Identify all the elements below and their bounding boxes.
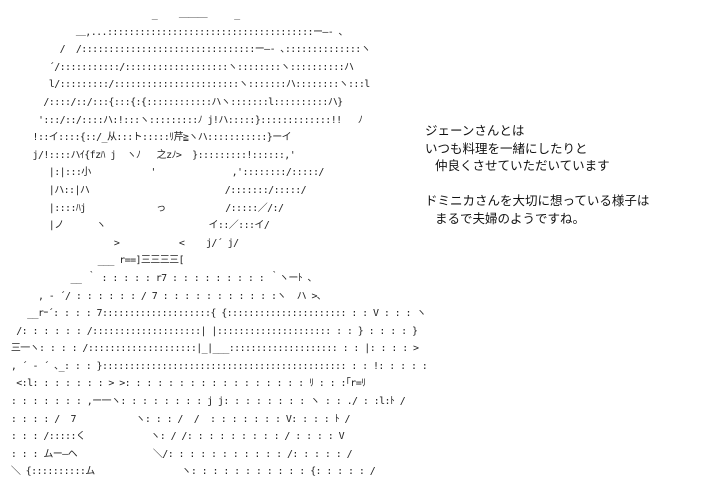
ascii-art-line: <:l: : : : : : : > >: : : : : : : : : : … (0, 378, 366, 390)
dialogue-line: ジェーンさんとは (425, 123, 525, 138)
dialogue-line: 仲良くさせていただいています (435, 158, 610, 173)
dialogue-line: まるで夫婦のようですね。 (435, 210, 586, 226)
ascii-art-line: ＿,...:::::::::::::::::::::::::::::::::::… (0, 26, 344, 38)
ascii-art-line: __ ｀ : : : : : r7 : : : : : : : : : ｀ヽーﾄ… (0, 272, 313, 284)
ascii-art-line: : : : ムー―ヘ ＼/: : : : : : : : : : : /: : … (0, 448, 353, 460)
ascii-art-line: ':::/::/::::ハ:!:::ヽ:::::::::ﾉ j!ハ:::::}:… (0, 114, 363, 126)
ascii-art-line: |:|:::小 ' ,'::::::::/:::::/ (0, 167, 325, 179)
ascii-art-line: __rｰ´: : : : 7::::::::::::::::::::{ {:::… (0, 308, 426, 320)
ascii-art-line: > < j/´ j/ (0, 237, 239, 249)
dialogue-line: ドミニカさんを大切に想っている様子は (425, 193, 650, 208)
ascii-art-character: _ ＿＿＿ _ ＿,...:::::::::::::::::::::::::::… (0, 6, 428, 490)
dialogue-text: ジェーンさんとは いつも料理を一緒にしたりと 仲良くさせていただいています ドミ… (425, 122, 701, 227)
dialogue-spacer (425, 175, 701, 193)
ascii-art-line: : : : : / 7 ヽ: : : / / : : : : : : : V: … (0, 413, 351, 425)
ascii-art-line: : : : : : : : ,ー一ヽ: : : : : : : : j j: :… (0, 396, 406, 408)
ascii-art-line: j/!::::ハｲ{fzﾊ j ヽﾉ 之zﾉ> }:::::::::!:::::… (0, 149, 296, 161)
ascii-art-line: |ハ::|ハ /:::::::/:::::/ (0, 184, 307, 196)
ascii-art-line: ´/:::::::::::/:::::::::::::::::::ヽ::::::… (0, 61, 354, 73)
ascii-art-line: ＼ {::::::::::ム ヽ: : : : : : : : : : : {:… (0, 466, 376, 478)
ascii-art-line: /::::/::/:::{:::{:{::::::::::::ハヽ:::::::… (0, 96, 343, 108)
ascii-art-line: _ ＿＿＿ _ (0, 9, 240, 20)
ascii-art-line: |::::ﾊj っ /:::::／/:/ (0, 202, 284, 214)
ascii-art-line: |ノ ヽ イ::／:::イ/ (0, 220, 270, 232)
ascii-art-line: 三一ヽ: : : : /::::::::::::::::::::|_|___::… (0, 343, 419, 355)
ascii-art-line: l/:::::::::/:::::::::::::::::::::::ヽ::::… (0, 79, 371, 91)
ascii-art-line: : : : /:::::く ヽ: / /: : : : : : : : : / … (0, 431, 345, 443)
ascii-art-line: ___ r==]三三三三[ (0, 255, 185, 267)
ascii-art-line: , ´ ‐ ´ ､_: : : }:::::::::::::::::::::::… (0, 360, 428, 372)
ascii-art-line: , ‐ ´/ : : : : : : / 7 : : : : : : : : :… (0, 290, 322, 302)
ascii-art-line: /: : : : : : /::::::::::::::::::::| |:::… (0, 325, 418, 337)
ascii-art-line: !::イ::::{::/_从:::ト:::::ﾘ芹≧ヽハ:::::::::::}… (0, 132, 292, 144)
ascii-art-line: / /::::::::::::::::::::::::::::::::ー―- ､… (0, 44, 371, 56)
dialogue-line: いつも料理を一緒にしたりと (425, 140, 588, 156)
